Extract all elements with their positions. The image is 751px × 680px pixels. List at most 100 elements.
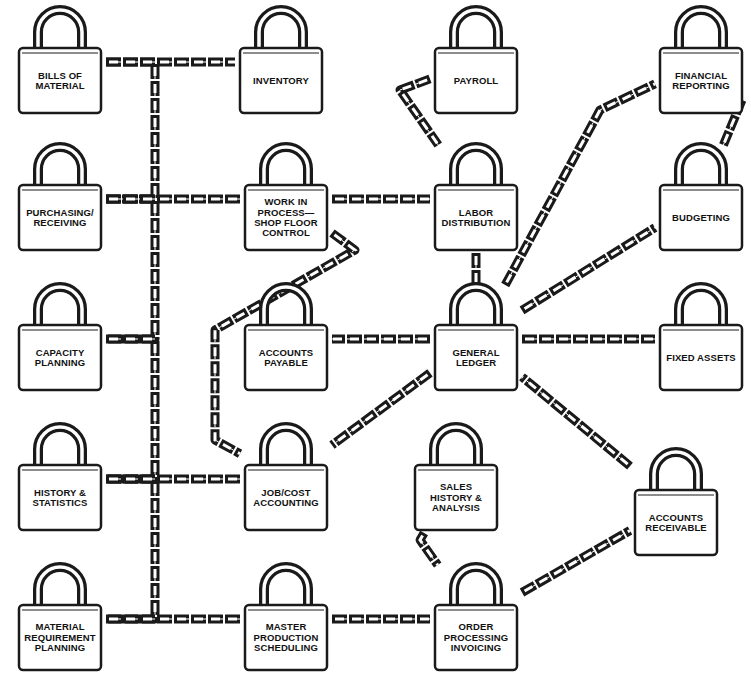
- chain-links: [106, 339, 155, 479]
- padlock-outline: [655, 285, 747, 393]
- module-label: BILLS OF MATERIAL: [23, 52, 97, 110]
- padlock-outline: [240, 565, 332, 673]
- chain-links: [400, 79, 438, 145]
- padlock-outline: [410, 425, 502, 533]
- padlock-node: BUDGETING: [655, 145, 747, 253]
- chain-link-sheen: [476, 253, 477, 285]
- chain-connector: [400, 79, 438, 145]
- padlock-outline: [240, 285, 332, 393]
- chain-link-holes: [106, 339, 155, 479]
- padlock-node: SALES HISTORY & ANALYSIS: [410, 425, 502, 533]
- padlock-node: ACCOUNTS PAYABLE: [240, 285, 332, 393]
- padlock-node: PURCHASING/ RECEIVING: [14, 145, 106, 253]
- chain-links: [522, 228, 655, 311]
- padlock-outline: [14, 285, 106, 393]
- module-label: WORK IN PROCESS— SHOP FLOOR CONTROL: [249, 189, 323, 247]
- padlock-node: LABOR DISTRIBUTION: [430, 145, 522, 253]
- chain-link-holes: [522, 228, 655, 311]
- chain-connector: [106, 479, 155, 619]
- chain-link-holes: [106, 479, 155, 619]
- module-label: BUDGETING: [664, 189, 738, 247]
- chain-connector: [332, 339, 430, 340]
- padlock-node: ORDER PROCESSING INVOICING: [430, 565, 522, 673]
- chain-links: [332, 615, 430, 624]
- chain-links: [332, 373, 430, 445]
- padlock-outline: [235, 8, 327, 116]
- module-label: GENERAL LEDGER: [439, 329, 513, 387]
- chain-link-sheen: [106, 619, 240, 620]
- chain-link-sheen: [400, 79, 438, 145]
- padlock-node: HISTORY & STATISTICS: [14, 425, 106, 533]
- chain-links: [522, 335, 655, 344]
- padlock-node: JOB/COST ACCOUNTING: [240, 425, 332, 533]
- chain-link-sheen: [522, 531, 630, 593]
- module-label: CAPACITY PLANNING: [23, 329, 97, 387]
- module-label: HISTORY & STATISTICS: [23, 469, 97, 527]
- padlock-outline: [630, 450, 722, 558]
- chain-link-holes: [332, 338, 430, 341]
- chain-connector: [332, 619, 430, 620]
- chain-link-holes: [420, 533, 438, 565]
- chain-link-holes: [332, 618, 430, 621]
- padlock-node: GENERAL LEDGER: [430, 285, 522, 393]
- module-label: JOB/COST ACCOUNTING: [249, 469, 323, 527]
- padlock-outline: [14, 8, 106, 116]
- chain-connector: [106, 62, 155, 199]
- padlock-outline: [430, 8, 522, 116]
- chain-connector: [106, 339, 155, 479]
- module-label: SALES HISTORY & ANALYSIS: [419, 469, 493, 527]
- padlock-outline: [430, 565, 522, 673]
- padlock-outline: [430, 145, 522, 253]
- chain-connector: [215, 233, 355, 454]
- padlock-node: FIXED ASSETS: [655, 285, 747, 393]
- chain-connector: [332, 199, 430, 200]
- chain-link-sheen: [332, 619, 430, 620]
- chain-link-holes: [106, 199, 155, 339]
- module-label: LABOR DISTRIBUTION: [439, 189, 513, 247]
- chain-links: [420, 533, 438, 565]
- padlock-node: BILLS OF MATERIAL: [14, 8, 106, 116]
- chain-link-sheen: [522, 228, 655, 311]
- chain-link-sheen: [332, 199, 430, 200]
- chain-connector: [505, 84, 655, 285]
- chain-link-sheen: [106, 199, 155, 339]
- chain-link-sheen: [106, 62, 155, 199]
- padlock-node: INVENTORY: [235, 8, 327, 116]
- module-label: ACCOUNTS RECEIVABLE: [639, 494, 713, 552]
- module-label: MASTER PRODUCTION SCHEDULING: [249, 609, 323, 667]
- padlock-outline: [14, 565, 106, 673]
- chain-links: [106, 199, 155, 339]
- chain-links: [106, 615, 240, 624]
- chain-connector: [476, 253, 477, 285]
- chain-link-holes: [522, 531, 630, 593]
- module-label: MATERIAL REQUIREMENT PLANNING: [23, 609, 97, 667]
- chain-link-sheen: [215, 233, 355, 454]
- padlock-node: CAPACITY PLANNING: [14, 285, 106, 393]
- module-label: PURCHASING/ RECEIVING: [23, 189, 97, 247]
- chain-links: [332, 335, 430, 344]
- chain-link-holes: [522, 377, 630, 466]
- chain-connector: [106, 199, 155, 339]
- chain-link-sheen: [522, 377, 630, 466]
- padlock-outline: [240, 425, 332, 533]
- chain-links: [522, 531, 630, 593]
- chain-link-holes: [332, 373, 430, 445]
- module-label: FIXED ASSETS: [664, 329, 738, 387]
- padlock-outline: [14, 425, 106, 533]
- chain-link-holes: [106, 62, 155, 199]
- padlock-node: MASTER PRODUCTION SCHEDULING: [240, 565, 332, 673]
- padlock-node: MATERIAL REQUIREMENT PLANNING: [14, 565, 106, 673]
- module-label: ORDER PROCESSING INVOICING: [439, 609, 513, 667]
- chain-links: [215, 233, 355, 454]
- chain-connector: [522, 228, 655, 311]
- chain-link-sheen: [420, 533, 438, 565]
- chain-connector: [522, 377, 630, 466]
- padlock-node: ACCOUNTS RECEIVABLE: [630, 450, 722, 558]
- chain-link-holes: [332, 198, 430, 201]
- chain-link-holes: [400, 79, 438, 145]
- padlock-outline: [655, 145, 747, 253]
- padlock-outline: [14, 145, 106, 253]
- padlock-outline: [430, 285, 522, 393]
